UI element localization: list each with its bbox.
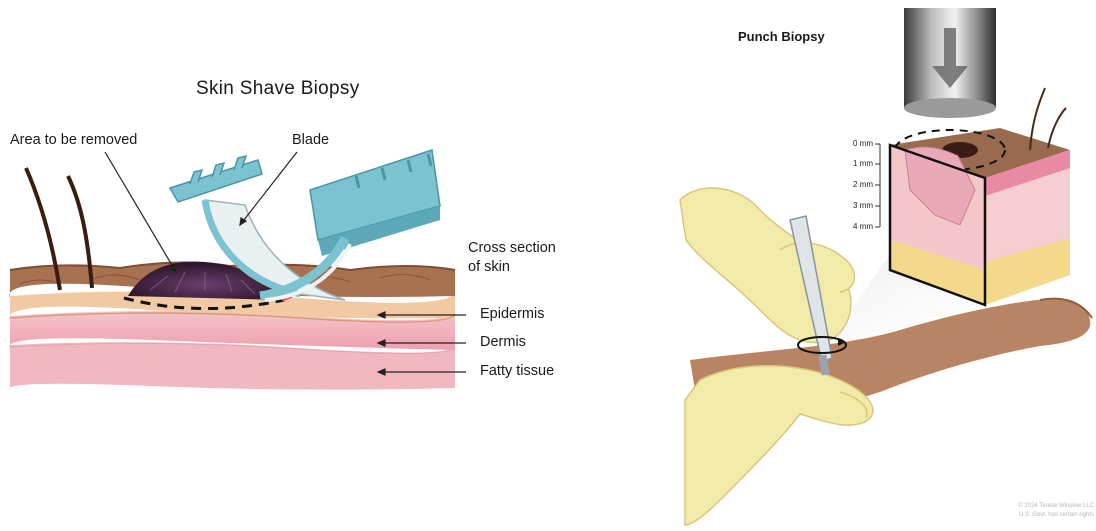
scale-label-1: 1 mm [843,159,873,168]
label-area-removed: Area to be removed [10,132,137,148]
left-panel-title: Skin Shave Biopsy [196,78,360,100]
right-panel-title: Punch Biopsy [738,29,825,44]
label-cross-section-1: Cross section [468,240,556,256]
depth-scale [875,144,880,227]
label-cross-section-2: of skin [468,259,510,275]
copyright-line-2: U.S. Govt. has certain rights [1019,512,1094,518]
label-blade: Blade [292,132,329,148]
punch-cylinder [904,8,996,118]
scale-label-3: 3 mm [843,201,873,210]
label-dermis: Dermis [480,334,526,350]
label-fatty-tissue: Fatty tissue [480,363,554,379]
scale-label-4: 4 mm [843,222,873,231]
tissue-block [890,88,1070,305]
label-epidermis: Epidermis [480,306,544,322]
scale-label-2: 2 mm [843,180,873,189]
copyright-line-1: © 2024 Terese Winslow LLC [1018,503,1094,509]
scale-label-0: 0 mm [843,139,873,148]
